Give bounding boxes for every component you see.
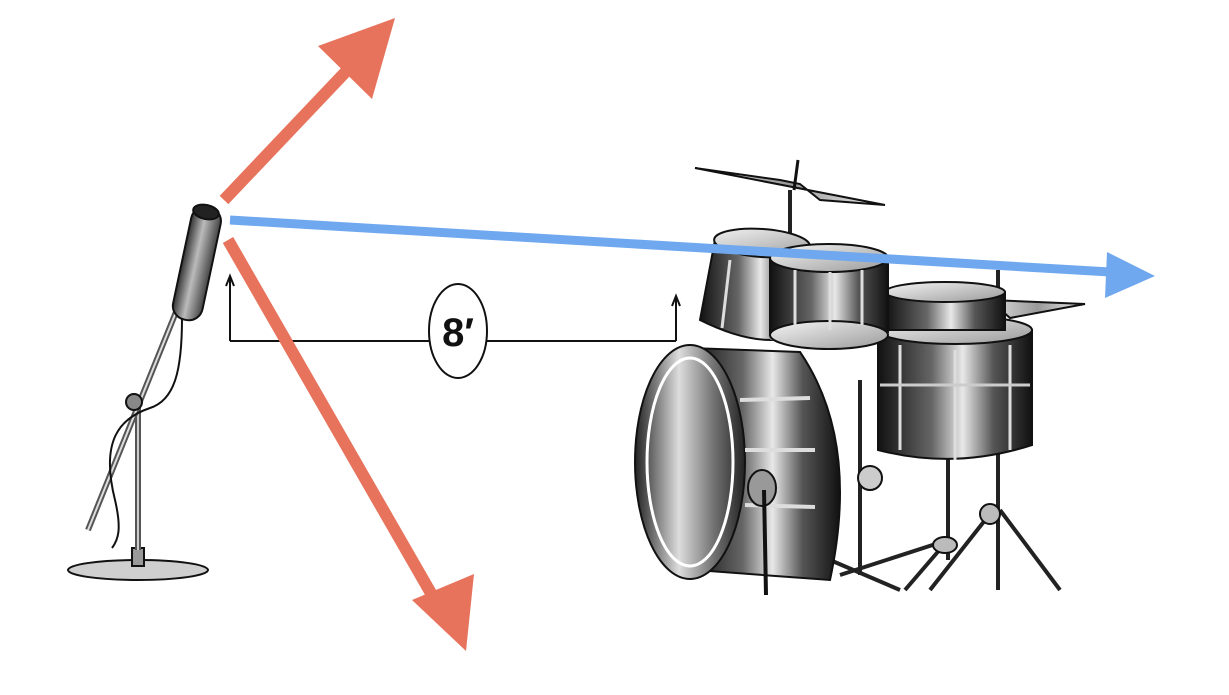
- arrowhead-right: [1105, 252, 1155, 298]
- distance-label: 8′: [442, 311, 474, 355]
- rack-tom-back: [884, 281, 1006, 331]
- cymbal-icon: [694, 167, 886, 206]
- bass-drum: [634, 344, 841, 596]
- distance-bracket: [225, 273, 681, 379]
- drum-kit-icon: [634, 159, 1086, 596]
- reflection-arrows: [219, 18, 474, 651]
- floor-tom: [877, 315, 1033, 460]
- arrowhead-down: [412, 574, 474, 651]
- arrowhead-up: [318, 18, 395, 99]
- direct-sound-arrow: [229, 215, 1155, 298]
- mic-stand-icon: [67, 310, 209, 581]
- microphone-icon: [171, 203, 222, 322]
- reflection-arrow-down: [222, 237, 438, 598]
- reflection-arrow-up: [219, 57, 360, 205]
